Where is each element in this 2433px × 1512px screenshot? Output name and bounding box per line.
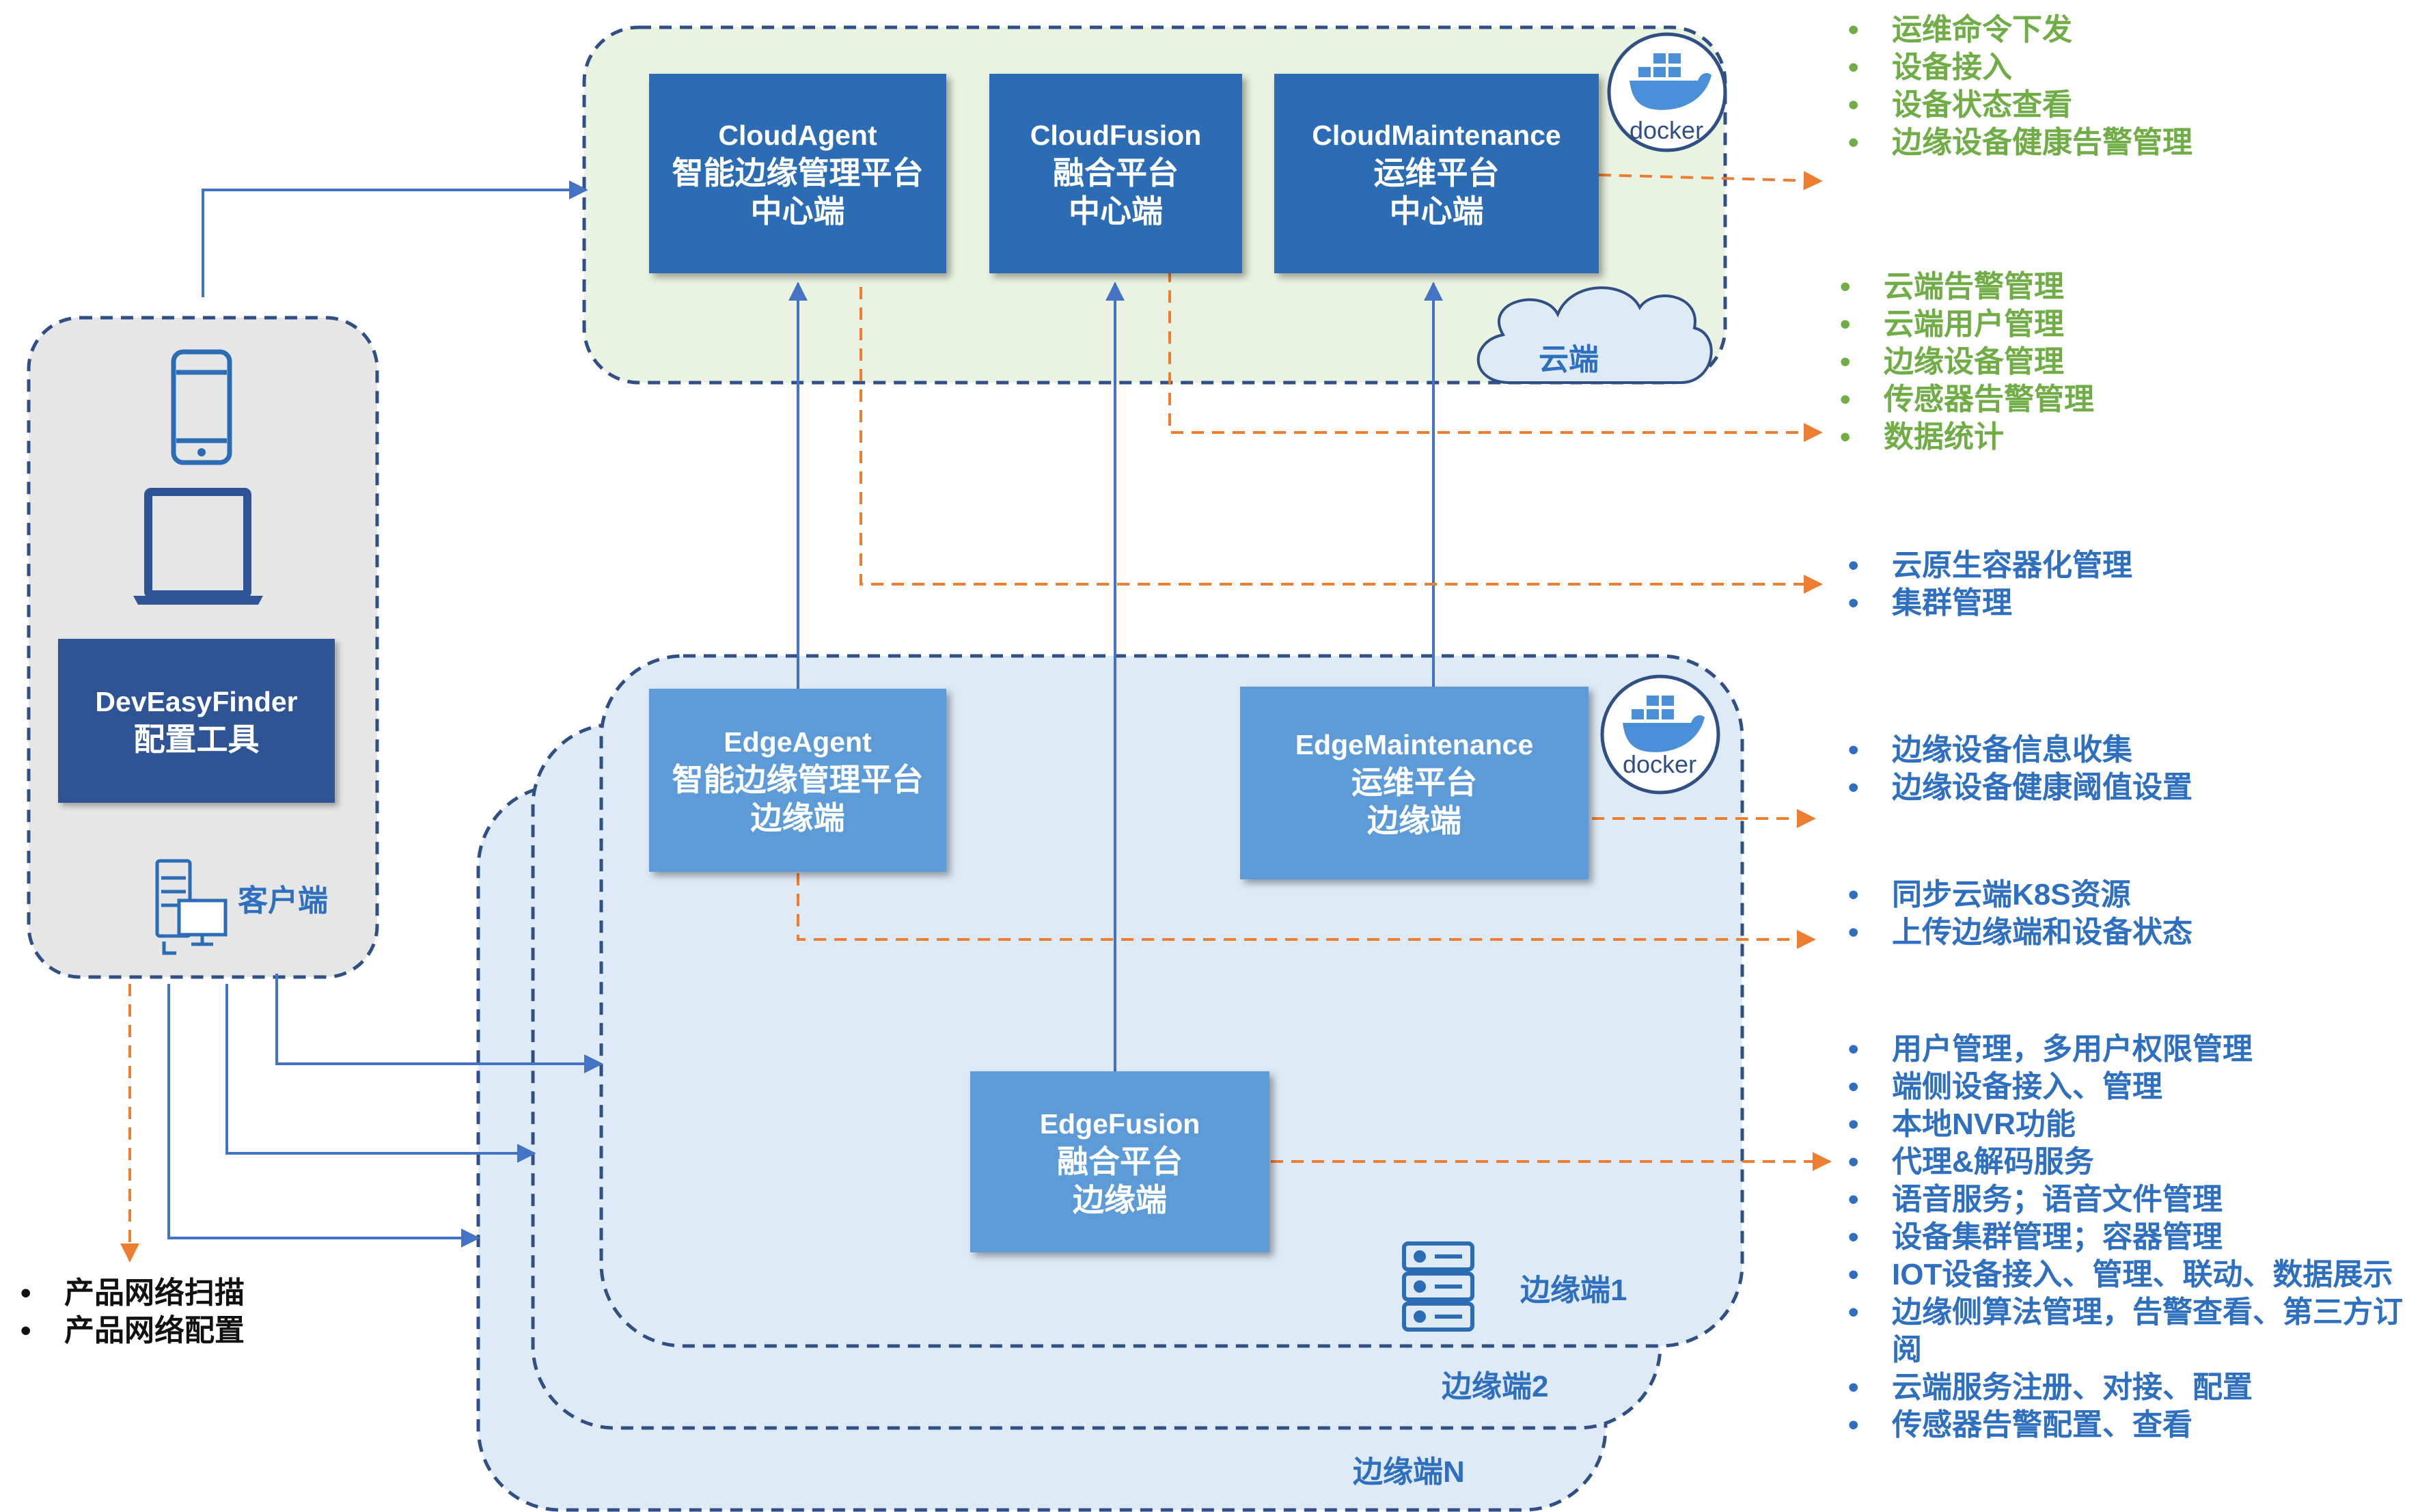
- cloud-agent-features: 云原生容器化管理 集群管理: [1848, 547, 2132, 622]
- list-item: 设备接入: [1848, 49, 2193, 86]
- cloud-agent-desc: 智能边缘管理平台: [672, 155, 924, 191]
- list-item: 边缘设备信息收集: [1848, 731, 2193, 769]
- list-item: 边缘设备健康阈值设置: [1848, 769, 2193, 806]
- list-item: 边缘侧算法管理，告警查看、第三方订阅: [1848, 1293, 2411, 1369]
- list-item: 集群管理: [1848, 584, 2132, 622]
- edge-label-n: 边缘端N: [1353, 1455, 1465, 1489]
- arrow-client-to-cloud: [202, 180, 588, 297]
- server-icon: [1402, 1241, 1474, 1332]
- config-tool-desc: 配置工具: [133, 721, 260, 757]
- cloud-fusion-box: CloudFusion 融合平台 中心端: [989, 74, 1242, 273]
- list-item: 用户管理，多用户权限管理: [1848, 1030, 2411, 1068]
- edge-label-2: 边缘端2: [1442, 1370, 1549, 1403]
- list-item: 云端告警管理: [1840, 268, 2094, 305]
- cloud-maintenance-desc: 运维平台: [1373, 155, 1500, 191]
- arrow-client-to-edge1: [275, 974, 603, 1073]
- list-item: 云端服务注册、对接、配置: [1848, 1369, 2411, 1406]
- list-item: 语音服务；语音文件管理: [1848, 1181, 2411, 1218]
- arrow-cloudmaint-features: [1598, 171, 1823, 191]
- edge-fusion-box: EdgeFusion 融合平台 边缘端: [970, 1071, 1269, 1252]
- cloud-agent-role: 中心端: [750, 193, 845, 229]
- docker-label-cloud: docker: [1630, 116, 1704, 144]
- list-item: 代理&解码服务: [1848, 1143, 2411, 1181]
- list-item: 上传边缘端和设备状态: [1848, 913, 2193, 951]
- client-features: 产品网络扫描 产品网络配置: [20, 1274, 245, 1349]
- edge-maintenance-name: EdgeMaintenance: [1295, 729, 1534, 760]
- edge-fusion-role: 边缘端: [1073, 1181, 1167, 1218]
- client-label: 客户端: [238, 884, 328, 918]
- phone-icon: [171, 349, 232, 465]
- cloud-maintenance-features: 运维命令下发 设备接入 设备状态查看 边缘设备健康告警管理: [1848, 11, 2193, 161]
- list-item: 设备集群管理；容器管理: [1848, 1218, 2411, 1256]
- edge-fusion-name: EdgeFusion: [1039, 1108, 1200, 1140]
- edge-agent-desc: 智能边缘管理平台: [672, 762, 924, 797]
- edge-maintenance-role: 边缘端: [1367, 803, 1461, 838]
- cloud-agent-box: CloudAgent 智能边缘管理平台 中心端: [649, 74, 946, 273]
- cloud-maintenance-role: 中心端: [1389, 193, 1484, 229]
- edge-fusion-desc: 融合平台: [1057, 1143, 1183, 1179]
- laptop-icon: [133, 488, 263, 605]
- list-item: 传感器告警管理: [1840, 381, 2094, 418]
- cloud-label: 云端: [1539, 343, 1599, 376]
- list-item: 云原生容器化管理: [1848, 547, 2132, 584]
- edge-agent-role: 边缘端: [750, 800, 845, 836]
- arrow-edgeagent-features: [797, 873, 1816, 949]
- list-item: 设备状态查看: [1848, 86, 2193, 124]
- list-item: 产品网络扫描: [20, 1274, 245, 1312]
- list-item: IOT设备接入、管理、联动、数据展示: [1848, 1256, 2411, 1293]
- list-item: 边缘设备健康告警管理: [1848, 124, 2193, 161]
- workstation-icon: [155, 859, 228, 955]
- list-item: 运维命令下发: [1848, 11, 2193, 49]
- edge-maintenance-features: 边缘设备信息收集 边缘设备健康阈值设置: [1848, 731, 2193, 806]
- list-item: 本地NVR功能: [1848, 1105, 2411, 1143]
- list-item: 云端用户管理: [1840, 305, 2094, 343]
- list-item: 边缘设备管理: [1840, 343, 2094, 381]
- edge-agent-name: EdgeAgent: [724, 726, 872, 758]
- list-item: 数据统计: [1840, 418, 2094, 456]
- docker-icon-edge: [1600, 674, 1720, 795]
- cloud-maintenance-name: CloudMaintenance: [1312, 120, 1561, 151]
- edge-label-1: 边缘端1: [1520, 1274, 1627, 1307]
- docker-icon-cloud: [1607, 32, 1727, 152]
- edge-agent-features: 同步云端K8S资源 上传边缘端和设备状态: [1848, 876, 2193, 951]
- arrow-client-to-edgen: [167, 984, 480, 1248]
- list-item: 传感器告警配置、查看: [1848, 1406, 2411, 1444]
- cloud-shape: [1476, 286, 1713, 384]
- edge-agent-box: EdgeAgent 智能边缘管理平台 边缘端: [649, 689, 946, 872]
- cloud-agent-name: CloudAgent: [718, 120, 877, 151]
- docker-label-edge: docker: [1623, 750, 1697, 778]
- arrow-client-to-edge2: [225, 984, 536, 1163]
- list-item: 产品网络配置: [20, 1312, 245, 1349]
- list-item: 同步云端K8S资源: [1848, 876, 2193, 913]
- cloud-fusion-role: 中心端: [1069, 193, 1163, 229]
- edge-maintenance-desc: 运维平台: [1351, 765, 1477, 800]
- cloud-fusion-desc: 融合平台: [1053, 155, 1179, 191]
- cloud-fusion-name: CloudFusion: [1030, 120, 1202, 151]
- edge-maintenance-box: EdgeMaintenance 运维平台 边缘端: [1240, 687, 1589, 879]
- list-item: 端侧设备接入、管理: [1848, 1068, 2411, 1105]
- arrow-cloudfusion-features: [1168, 270, 1823, 442]
- edge-fusion-features: 用户管理，多用户权限管理 端侧设备接入、管理 本地NVR功能 代理&解码服务 语…: [1848, 1030, 2411, 1444]
- arrow-cloudagent-features: [860, 287, 1823, 594]
- cloud-maintenance-box: CloudMaintenance 运维平台 中心端: [1274, 74, 1599, 273]
- cloud-fusion-features: 云端告警管理 云端用户管理 边缘设备管理 传感器告警管理 数据统计: [1840, 268, 2094, 456]
- config-tool-box: DevEasyFinder 配置工具: [58, 639, 335, 803]
- config-tool-name: DevEasyFinder: [95, 686, 298, 717]
